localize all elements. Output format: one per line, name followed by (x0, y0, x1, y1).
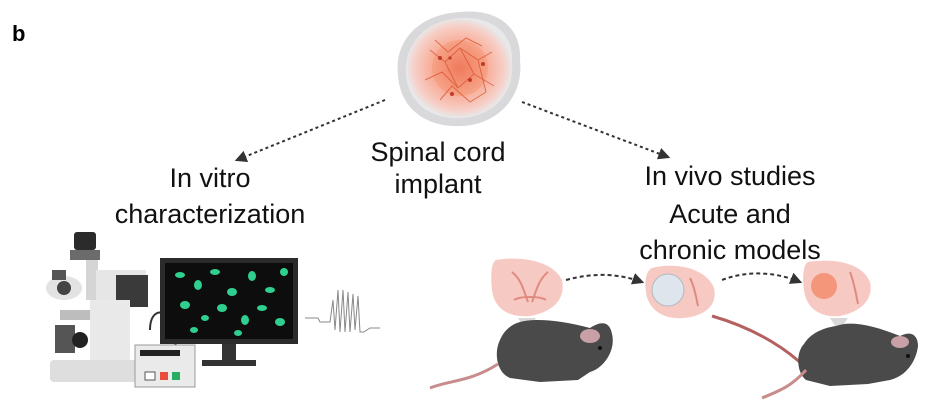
arrow-to-in-vivo (521, 101, 671, 160)
label-acute-and: Acute and (669, 199, 791, 229)
spinal-cord-section-implanted (803, 260, 871, 332)
label-spinal-cord: Spinal cord (370, 137, 506, 167)
label-in-vivo-studies: In vivo studies (644, 161, 816, 191)
mouse-implanted-icon (711, 314, 918, 400)
panel-letter: b (12, 21, 26, 46)
monitor-icon (160, 258, 298, 366)
arrow-to-in-vitro (234, 99, 386, 162)
electrophysiology-trace (305, 289, 380, 333)
label-characterization: characterization (114, 199, 306, 229)
label-chronic-models: chronic models (639, 235, 821, 265)
spinal-cord-section-injured (645, 265, 715, 319)
microscope-icon (46, 232, 170, 382)
arrow-injured-to-implanted (721, 272, 803, 284)
label-in-vitro: In vitro (169, 163, 251, 193)
mouse-icon (429, 320, 613, 390)
spinal-cord-implant-icon (397, 11, 521, 127)
arrow-intact-to-injured (565, 273, 645, 285)
label-implant: implant (394, 169, 482, 199)
